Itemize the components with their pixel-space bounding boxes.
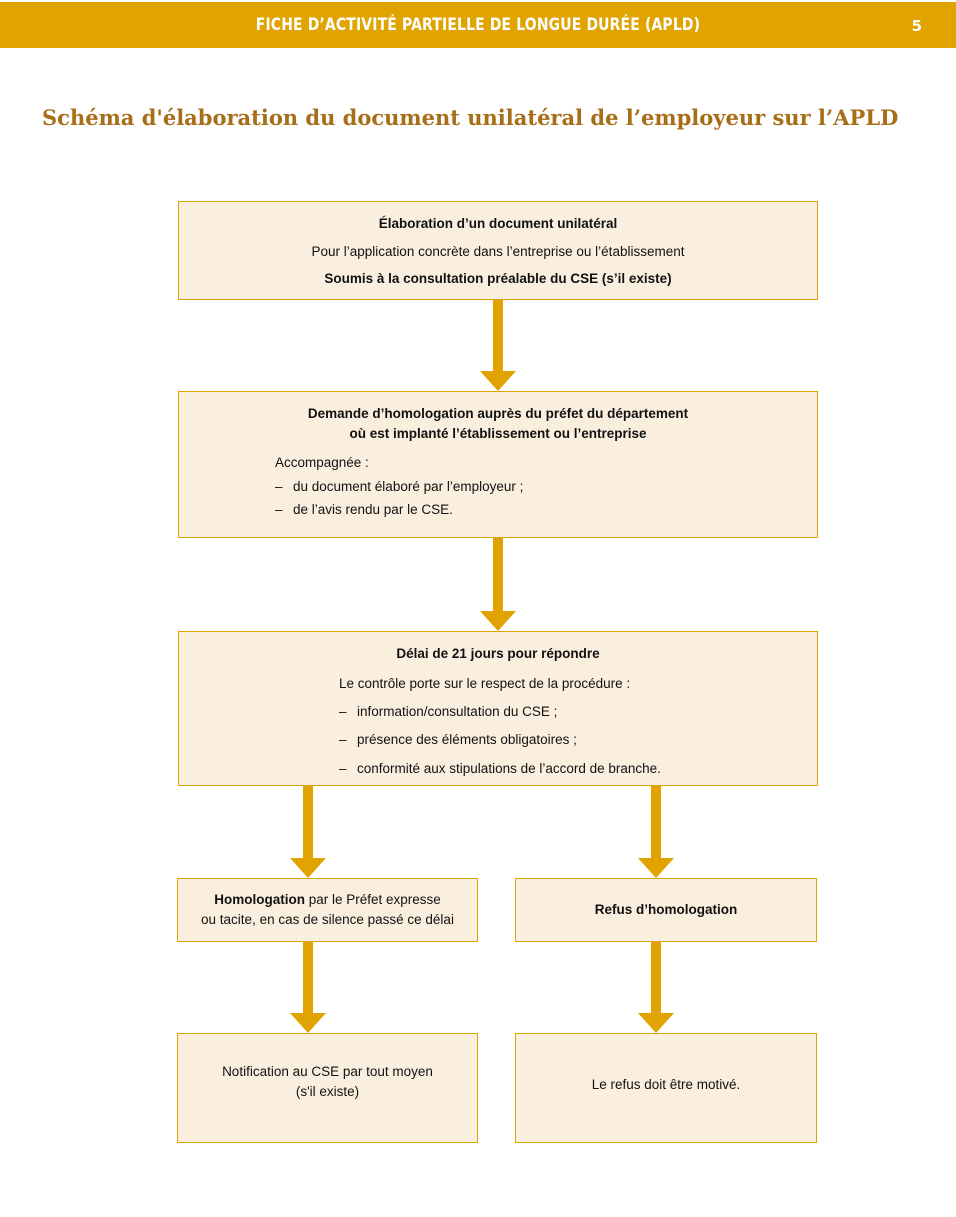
page-number: 5	[911, 17, 922, 35]
list-item: conformité aux stipulations de l’accord …	[339, 755, 817, 784]
refus-motive-box: Le refus doit être motivé.	[515, 1033, 817, 1143]
list-item: de l’avis rendu par le CSE.	[275, 498, 817, 522]
arrow-down-right-1	[638, 786, 674, 878]
refus-box: Refus d’homologation	[515, 878, 817, 942]
refus-motive-label: Le refus doit être motivé.	[591, 1077, 741, 1093]
step-demande-heading: Demande d’homologation auprès du préfet …	[179, 404, 817, 443]
step-elaboration-line3: Soumis à la consultation préalable du CS…	[324, 271, 672, 287]
step-demande-box: Demande d’homologation auprès du préfet …	[178, 391, 818, 538]
homologation-box: Homologation par le Préfet expresse ou t…	[177, 878, 478, 942]
arrow-down-right-2	[638, 942, 674, 1033]
homologation-rest: par le Préfet expresse	[304, 892, 441, 908]
homologation-bold: Homologation	[214, 892, 305, 908]
notification-line1: Notification au CSE par tout moyen	[222, 1064, 433, 1080]
step-elaboration-line2: Pour l’application concrète dans l’entre…	[311, 243, 685, 259]
homologation-line1: Homologation par le Préfet expresse	[214, 890, 441, 910]
notification-box: Notification au CSE par tout moyen (s'il…	[177, 1033, 478, 1143]
step-elaboration-heading: Élaboration d’un document unilatéral	[378, 216, 618, 231]
step-delai-heading: Délai de 21 jours pour répondre	[396, 646, 600, 661]
header-bar: FICHE D’ACTIVITÉ PARTIELLE DE LONGUE DUR…	[0, 2, 956, 48]
step-demande-heading-line2: où est implanté l’établissement ou l’ent…	[349, 425, 647, 441]
arrow-down-2	[480, 538, 516, 631]
arrow-down-1	[480, 300, 516, 391]
step-elaboration-box: Élaboration d’un document unilatéral Pou…	[178, 201, 818, 300]
step-demande-list: du document élaboré par l’employeur ; de…	[275, 475, 817, 522]
list-item: présence des éléments obligatoires ;	[339, 726, 817, 755]
list-item: du document élaboré par l’employeur ;	[275, 475, 817, 499]
step-demande-intro: Accompagnée :	[275, 455, 369, 471]
page-title: Schéma d'élaboration du document unilaté…	[42, 105, 899, 130]
step-demande-heading-line1: Demande d’homologation auprès du préfet …	[307, 406, 689, 421]
arrow-down-left-2	[290, 942, 326, 1033]
notification-line2: (s'il existe)	[295, 1084, 360, 1099]
list-item: information/consultation du CSE ;	[339, 698, 817, 727]
arrow-down-left-1	[290, 786, 326, 878]
step-delai-intro: Le contrôle porte sur le respect de la p…	[339, 675, 631, 691]
refus-label: Refus d’homologation	[594, 902, 738, 918]
header-title: FICHE D’ACTIVITÉ PARTIELLE DE LONGUE DUR…	[255, 15, 701, 35]
step-delai-box: Délai de 21 jours pour répondre Le contr…	[178, 631, 818, 786]
homologation-line2: ou tacite, en cas de silence passé ce dé…	[201, 912, 454, 927]
step-delai-list: information/consultation du CSE ; présen…	[339, 698, 817, 783]
